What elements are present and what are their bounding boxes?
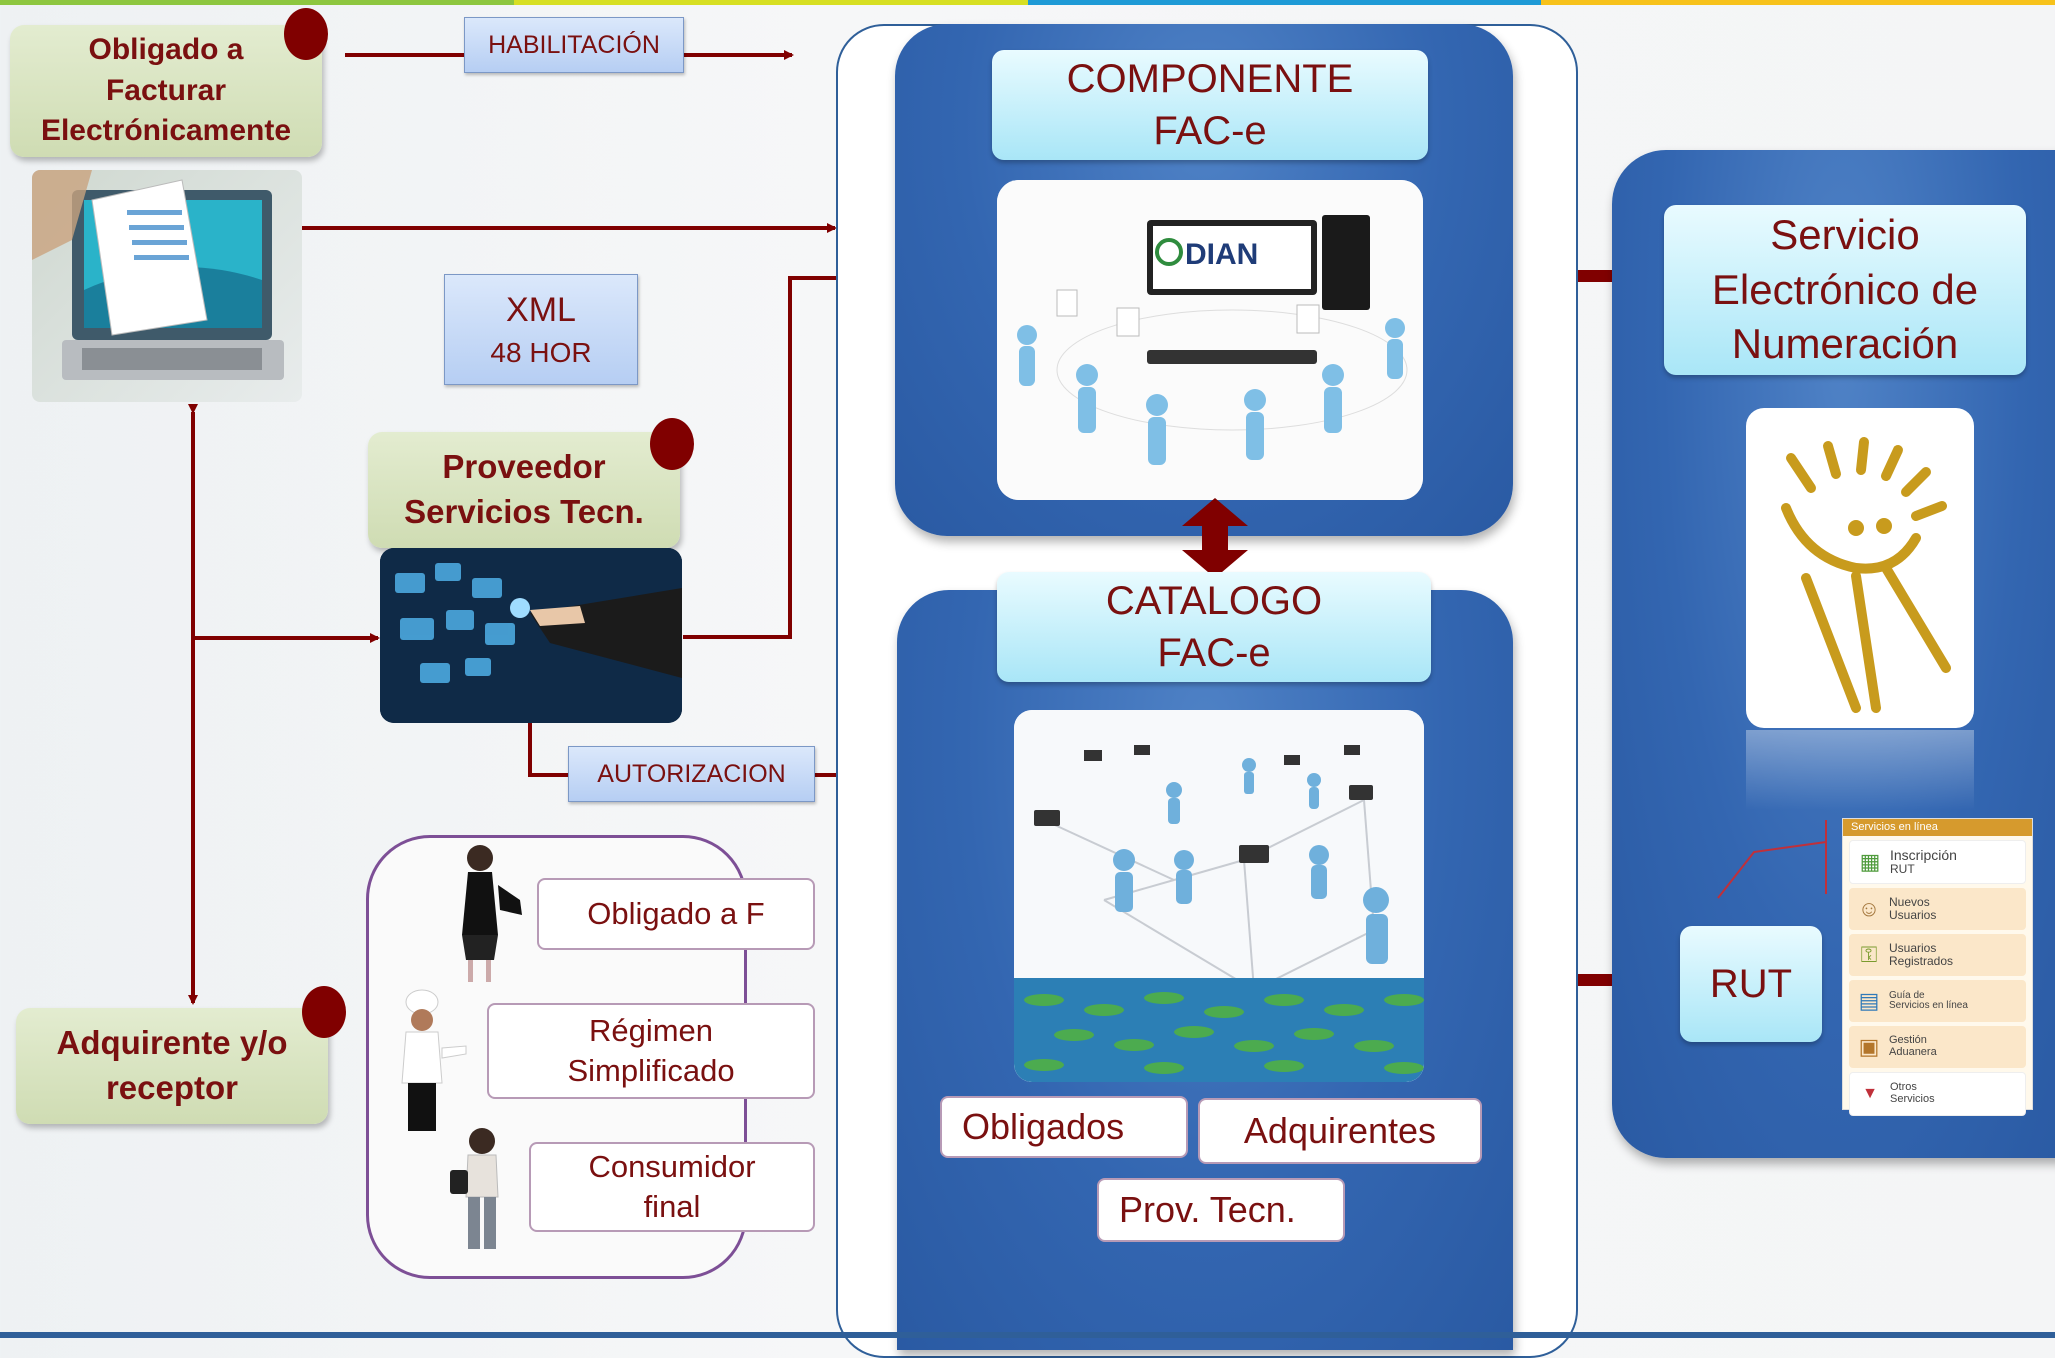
proveedor-line-1: Proveedor — [442, 448, 606, 486]
xml-box: XML 48 HOR — [444, 274, 638, 385]
tech-illustration — [380, 548, 682, 723]
adquirente-dot — [302, 986, 346, 1038]
tag-prov-tecn: Prov. Tecn. — [1097, 1178, 1345, 1242]
consumidor-line-2: final — [643, 1189, 701, 1224]
tech-services-image — [380, 548, 682, 723]
catalog-network-illustration — [1014, 710, 1424, 1082]
proveedor-dot — [650, 418, 694, 470]
catalogo-title-line-1: CATALOGO — [1105, 579, 1323, 623]
tag-obligado-f: Obligado a F — [537, 878, 815, 950]
people-icon: ☺ — [1857, 896, 1881, 921]
obligado-dot — [284, 8, 328, 60]
servicio-line-1: Servicio — [1770, 211, 1920, 259]
chef-figure — [401, 989, 467, 1131]
tag-obligados: Obligados — [940, 1096, 1188, 1158]
dian-illustration: DIAN — [997, 180, 1423, 500]
servicio-line-3: Numeración — [1731, 320, 1959, 368]
service-item-line1: Usuarios — [1889, 941, 1937, 956]
consumer-figure — [450, 1128, 499, 1249]
bottom-strip — [0, 1332, 2055, 1338]
consumidor-line-1: Consumidor — [588, 1148, 756, 1184]
componente-title-line-2: FAC-e — [1153, 109, 1267, 153]
dian-logo-text: DIAN — [1185, 238, 1258, 271]
habilitacion-label: HABILITACIÓN — [464, 17, 684, 73]
componente-catalogo-connector — [1182, 498, 1248, 578]
service-item-line1: Inscripción — [1890, 847, 1957, 864]
service-item-line2: Servicios — [1890, 1093, 1935, 1105]
service-item-line1: Gestión — [1889, 1034, 1927, 1047]
servicio-line-2: Electrónico de — [1711, 265, 1979, 313]
arrow-icon: ▼ — [1862, 1085, 1878, 1102]
obligado-line-2: Facturar — [105, 73, 227, 107]
key-icon: ⚿ — [1860, 942, 1878, 967]
obligado-line-3: Electrónicamente — [40, 114, 292, 148]
sun-logo-card — [1746, 408, 1974, 728]
adquirente-box: Adquirente y/o receptor — [16, 1008, 328, 1124]
componente-title-line-1: COMPONENTE — [1066, 57, 1354, 101]
tag-adquirentes: Adquirentes — [1198, 1098, 1482, 1164]
xml-subtitle: 48 HOR — [490, 336, 592, 368]
service-item-line1: Otros — [1890, 1081, 1917, 1094]
sun-logo — [1781, 437, 1951, 713]
rut-connector-line — [1717, 820, 1827, 899]
form-icon: ▦ — [1859, 849, 1881, 874]
box-icon: ▣ — [1858, 1034, 1880, 1059]
service-item-line2: Registrados — [1889, 954, 1954, 968]
obligado-line-1: Obligado a — [88, 33, 244, 67]
businesswoman-figure — [462, 845, 522, 982]
tag-consumidor: Consumidor final — [529, 1142, 815, 1232]
proveedor-line-2: Servicios Tecn. — [404, 493, 644, 530]
catalog-network-image — [1014, 710, 1424, 1082]
service-item-line2: Aduanera — [1889, 1046, 1937, 1058]
service-item-line2: Servicios en línea — [1889, 1000, 1968, 1011]
service-item-line1: Nuevos — [1889, 895, 1930, 910]
sun-logo-reflection — [1746, 730, 1974, 810]
catalogo-title: CATALOGO FAC-e — [997, 572, 1431, 682]
proveedor-box: Proveedor Servicios Tecn. — [368, 432, 680, 548]
service-item-line2: RUT — [1890, 862, 1915, 877]
rut-box: RUT — [1680, 926, 1822, 1042]
componente-title: COMPONENTE FAC-e — [992, 50, 1428, 160]
catalogo-title-line-2: FAC-e — [1157, 631, 1271, 675]
online-services-header: Servicios en línea — [1843, 819, 2032, 836]
adquirente-line-1: Adquirente y/o — [56, 1024, 288, 1062]
autorizacion-label: AUTORIZACION — [568, 746, 815, 802]
xml-title: XML — [506, 290, 576, 329]
regimen-line-1: Régimen — [588, 1012, 714, 1048]
dian-network-image: DIAN — [997, 180, 1423, 500]
laptop-image — [32, 170, 302, 402]
adquirente-line-2: receptor — [105, 1069, 239, 1106]
tag-regimen: Régimen Simplificado — [487, 1003, 815, 1099]
servicio-title: Servicio Electrónico de Numeración — [1664, 205, 2026, 375]
top-color-strip — [0, 0, 2055, 5]
service-item-line2: Usuarios — [1889, 908, 1937, 922]
regimen-line-2: Simplificado — [567, 1053, 735, 1088]
obligado-box: Obligado a Facturar Electrónicamente — [10, 25, 322, 157]
laptop-illustration — [32, 170, 284, 380]
guide-icon: ▤ — [1858, 988, 1880, 1013]
service-item-line1: Guía de — [1889, 989, 1925, 1001]
